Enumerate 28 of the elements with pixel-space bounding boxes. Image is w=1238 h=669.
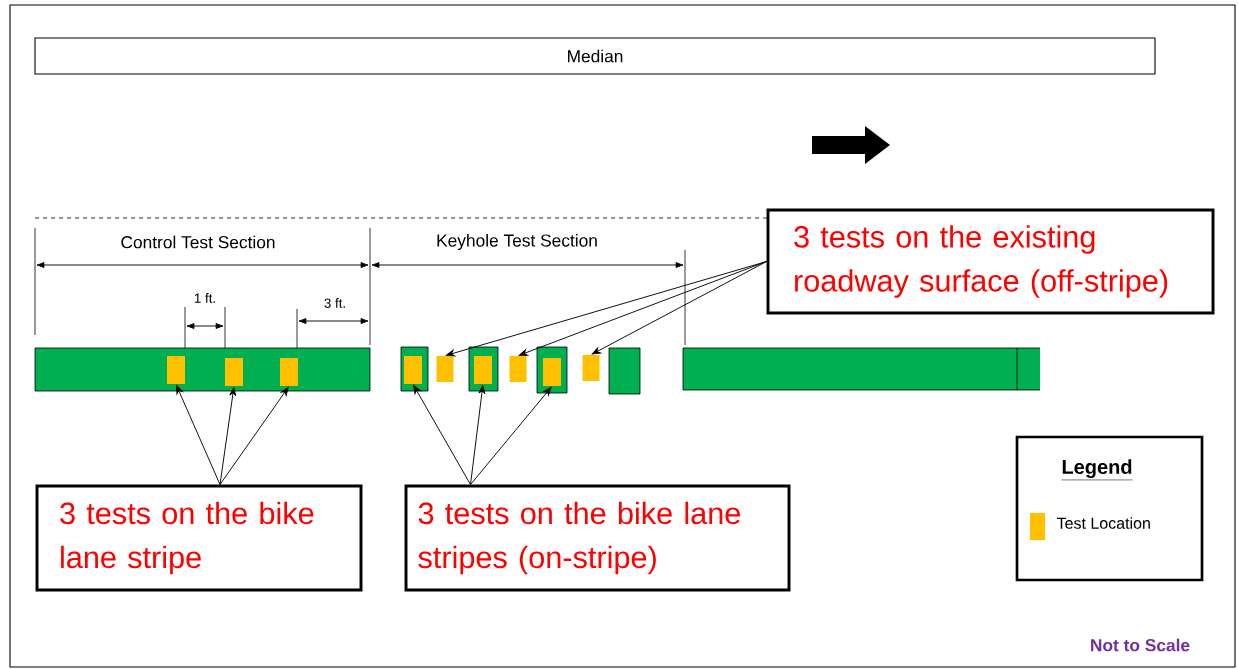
arrow xyxy=(219,386,289,485)
arrow xyxy=(219,387,237,485)
median-box: Median xyxy=(34,37,1156,75)
test-location-marker xyxy=(280,358,298,386)
callout-box: 3 tests on the existing roadway surface (off-stripe) xyxy=(766,208,1215,315)
arrow xyxy=(413,384,471,485)
arrow xyxy=(470,386,552,485)
arrow xyxy=(470,385,486,485)
test-location-marker xyxy=(474,356,492,384)
callout-box: 3 tests on the bike lane stripes (on-stripe) xyxy=(404,484,791,592)
dimension-label: 3 ft. xyxy=(324,298,345,308)
test-location-marker xyxy=(436,356,454,382)
section-label: Control Test Section xyxy=(121,235,275,249)
test-location-marker xyxy=(543,358,561,386)
callout-box: 3 tests on the bike lane stripe xyxy=(35,484,363,592)
test-location-marker xyxy=(404,356,422,384)
dimension-label: 1 ft. xyxy=(194,293,215,303)
test-location-marker xyxy=(225,358,243,386)
arrow xyxy=(445,261,767,357)
section-label: Keyhole Test Section xyxy=(437,233,597,251)
test-location-marker xyxy=(582,355,600,381)
test-location-marker xyxy=(167,356,185,384)
test-location-marker xyxy=(509,356,527,382)
scale-note: Not to Scale xyxy=(1091,638,1190,652)
legend-heading: Legend xyxy=(1061,459,1133,481)
legend-label: Test Location xyxy=(1056,517,1150,529)
arrow xyxy=(176,385,221,485)
arrow xyxy=(591,261,767,355)
